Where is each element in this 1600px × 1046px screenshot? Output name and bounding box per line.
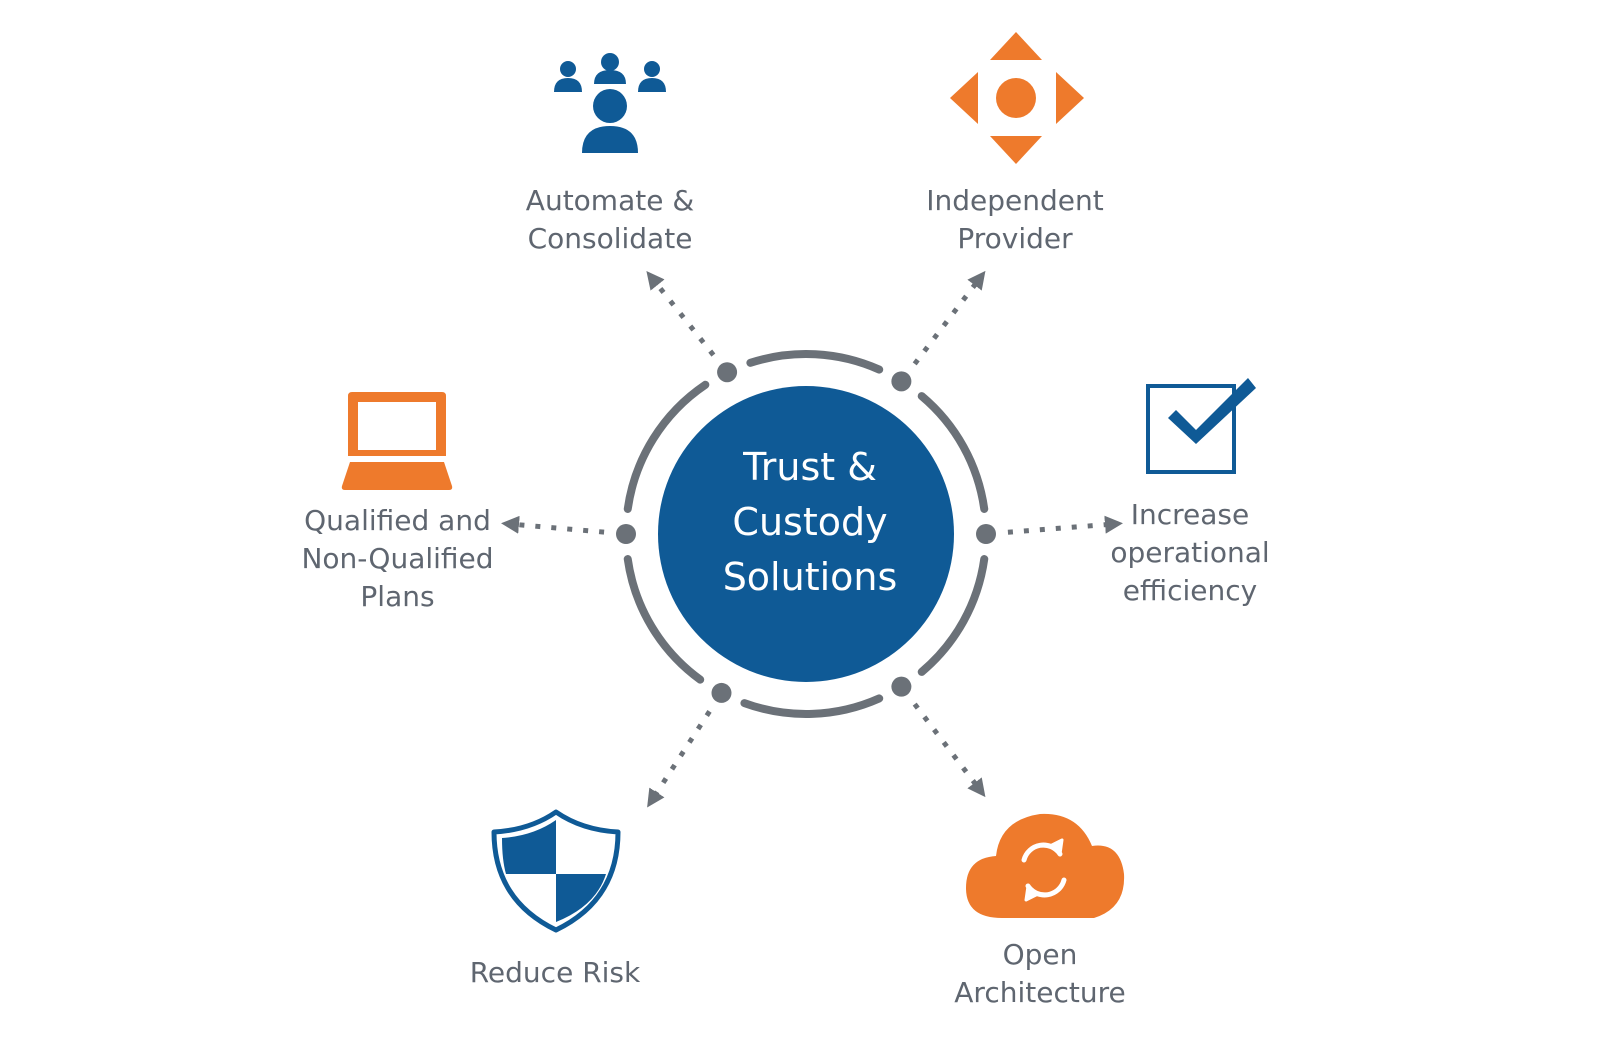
connectors bbox=[501, 270, 1123, 808]
ring-arc bbox=[623, 380, 710, 513]
ring-dot-risk bbox=[711, 682, 732, 703]
label-operational-efficiency: Increase operational efficiency bbox=[1090, 496, 1290, 610]
center-title-line: Solutions bbox=[722, 555, 898, 599]
ring-arc bbox=[917, 392, 989, 513]
label-line: Increase bbox=[1130, 498, 1250, 531]
label-line: Automate & bbox=[525, 184, 695, 217]
center-title-line: Trust & bbox=[743, 445, 877, 489]
label-reduce-risk: Reduce Risk bbox=[450, 954, 660, 992]
ring-dots bbox=[616, 362, 996, 703]
connector-arrow-risk bbox=[647, 710, 712, 808]
outer-ring bbox=[623, 350, 989, 718]
ring-arc bbox=[917, 555, 989, 676]
label-open-architecture: Open Architecture bbox=[940, 936, 1140, 1012]
center-title-line: Custody bbox=[732, 500, 888, 544]
ring-dot-independent bbox=[891, 371, 912, 392]
ring-arc bbox=[746, 350, 884, 374]
label-line: Open bbox=[1002, 938, 1078, 971]
connector-arrow-plans bbox=[501, 515, 605, 535]
ring-dot-efficiency bbox=[976, 524, 996, 544]
label-line: Non-Qualified bbox=[301, 542, 494, 575]
ring-arc bbox=[623, 555, 705, 684]
label-qualified-plans: Qualified and Non-Qualified Plans bbox=[290, 502, 505, 616]
ring-dot-plans bbox=[616, 524, 636, 544]
label-line: efficiency bbox=[1122, 574, 1258, 607]
label-automate-consolidate: Automate & Consolidate bbox=[510, 182, 710, 258]
label-line: Qualified and bbox=[304, 504, 491, 537]
directional-arrows-icon bbox=[950, 32, 1084, 164]
laptop-icon bbox=[341, 392, 453, 490]
ring-dot-open bbox=[891, 676, 912, 697]
label-line: Independent bbox=[926, 184, 1104, 217]
cloud-sync-icon bbox=[966, 813, 1125, 918]
center-title: Trust & Custody Solutions bbox=[664, 440, 956, 605]
ring-arc bbox=[740, 694, 884, 718]
label-line: Reduce Risk bbox=[469, 956, 641, 989]
label-line: Plans bbox=[360, 580, 435, 613]
label-line: Consolidate bbox=[527, 222, 693, 255]
shield-icon bbox=[491, 809, 621, 933]
label-independent-provider: Independent Provider bbox=[910, 182, 1120, 258]
people-group-icon bbox=[554, 53, 666, 153]
label-line: operational bbox=[1110, 536, 1270, 569]
connector-arrow-automate bbox=[646, 270, 716, 357]
connector-arrow-efficiency bbox=[1007, 515, 1123, 535]
ring-dot-automate bbox=[717, 362, 738, 383]
connector-arrow-independent bbox=[912, 270, 986, 366]
connector-arrow-open bbox=[912, 702, 986, 798]
label-line: Architecture bbox=[954, 976, 1126, 1009]
label-line: Provider bbox=[957, 222, 1073, 255]
checkbox-icon bbox=[1146, 378, 1256, 474]
center-circle bbox=[658, 386, 954, 682]
